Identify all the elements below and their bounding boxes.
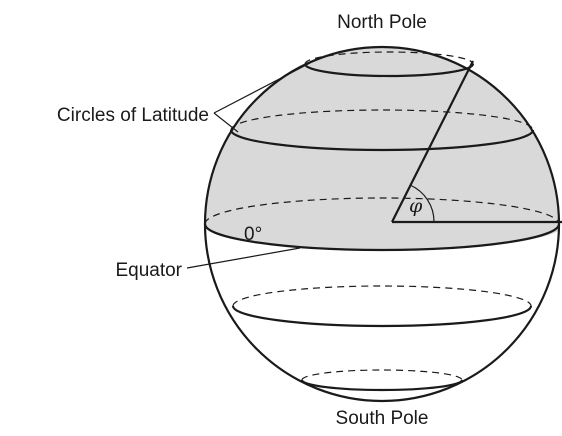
phi-symbol: φ bbox=[409, 195, 423, 217]
sphere-outline bbox=[203, 45, 561, 403]
latitude-pointer-bottom bbox=[213, 112, 239, 133]
latitude-radius bbox=[391, 60, 474, 223]
circles-of-latitude-label: Circles of Latitude bbox=[57, 105, 209, 126]
south-pole-label: South Pole bbox=[336, 408, 429, 429]
equator-pointer bbox=[186, 247, 301, 269]
bottom-latitude-front bbox=[300, 379, 464, 392]
shaded-northern-region bbox=[205, 47, 559, 251]
bottom-latitude-back bbox=[301, 369, 463, 381]
north-pole-label: North Pole bbox=[337, 12, 427, 33]
lower-latitude-back bbox=[232, 285, 532, 307]
top-latitude-back bbox=[304, 51, 474, 65]
lower-latitude-front bbox=[231, 305, 533, 328]
latitude-pointer-top bbox=[213, 62, 311, 114]
zero-degree-label: 0° bbox=[244, 224, 262, 245]
equator-front bbox=[203, 223, 561, 252]
equator-back bbox=[204, 197, 560, 225]
angle-arc bbox=[409, 184, 435, 223]
equator-label: Equator bbox=[115, 260, 182, 281]
upper-latitude-back bbox=[230, 109, 534, 131]
top-latitude-front bbox=[303, 63, 475, 78]
upper-latitude-front bbox=[229, 129, 535, 152]
